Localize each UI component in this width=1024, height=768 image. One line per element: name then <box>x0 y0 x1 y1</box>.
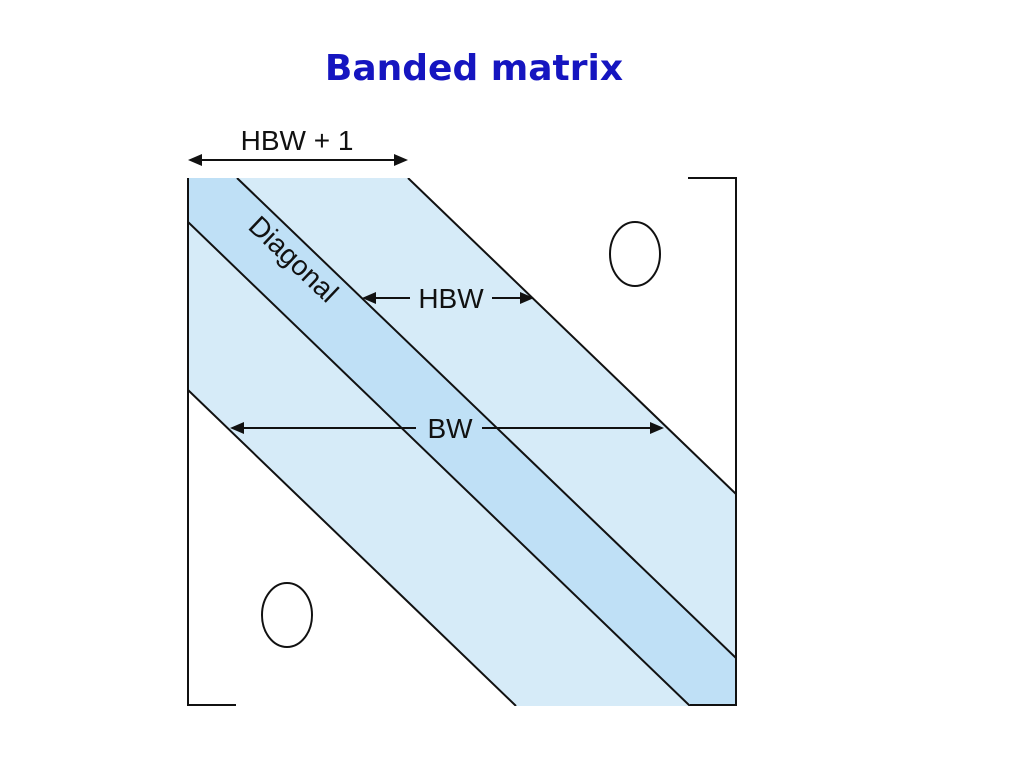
right-bracket <box>688 177 737 706</box>
hbw-plus-one-dimension <box>188 154 408 166</box>
left-bracket <box>187 178 236 706</box>
diagonal-lower-edge <box>188 221 691 706</box>
bw-label: BW <box>427 413 473 444</box>
band-upper-edge <box>407 178 736 495</box>
bw-dimension <box>230 422 664 434</box>
lower-zero-ellipse <box>261 582 313 648</box>
diagonal-upper-edge <box>236 178 736 659</box>
hbw-label: HBW <box>418 283 484 314</box>
slide-title: Banded matrix <box>324 48 624 89</box>
hbw-dimension <box>362 292 534 304</box>
upper-zero-ellipse <box>609 221 661 287</box>
diagonal-strip <box>188 178 736 706</box>
band-boundary-lines <box>188 178 736 706</box>
hbw-plus-one-label: HBW + 1 <box>241 125 354 156</box>
band-lower-edge <box>188 389 517 706</box>
